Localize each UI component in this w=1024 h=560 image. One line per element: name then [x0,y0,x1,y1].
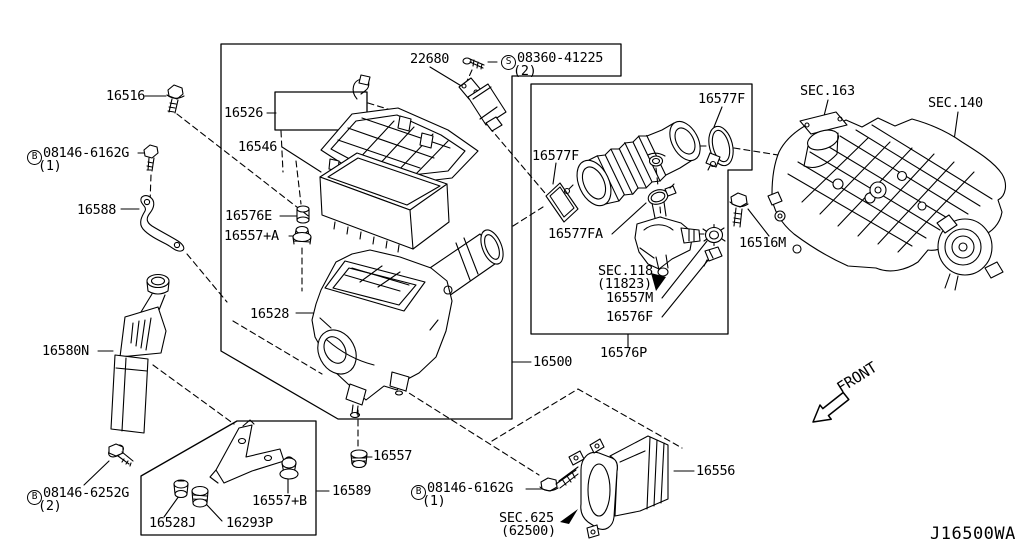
part-label-16557B: 16557+B [252,493,307,509]
part-label-16516M: 16516M [739,235,786,251]
part-label-16557A: 16557+A [224,228,279,244]
mount-16576E-drawing [297,206,309,223]
part-label-16516: 16516 [106,88,146,104]
air-duct-16556-drawing [569,436,668,538]
grommet-16557B-drawing [280,457,298,479]
diagram-code: J16500WA [930,524,1016,544]
sec118-arrow-icon [651,273,666,291]
screw-08146-6252G-drawing [107,443,133,466]
circled-b-icon: B [27,150,42,165]
part-label-16577FA: 16577FA [548,226,603,242]
clamp-16577F-drawing [705,124,737,170]
bolt-08146-6162G-top-drawing [144,145,158,171]
section-ref-140: SEC.140 [928,95,983,111]
resonator-drawing [635,217,700,276]
part-label-16528: 16528 [250,306,290,322]
grommet-16557M-drawing [703,225,725,246]
clamp-16577FA-drawing [646,184,676,218]
air-duct-16580N-drawing [111,275,169,434]
fastener-qty-duct: (1) [422,493,446,509]
sec625-arrow-icon [560,509,578,524]
bracket-kit-box [141,421,316,535]
part-label-16577F-gasket: 16577F [532,148,579,164]
part-label-22680: 22680 [410,51,450,67]
part-label-16576P: 16576P [600,345,647,361]
section-ref-625: SEC.625 [499,510,554,526]
part-label-16577F-clamp: 16577F [698,91,745,107]
part-label-16589: 16589 [332,483,372,499]
grommet-16557A-drawing [293,227,311,245]
circled-b-icon: B [411,485,426,500]
part-label-16528J: 16528J [149,515,196,531]
section-ref-163: SEC.163 [800,83,855,99]
fastener-number: 08146-6252G [43,485,130,501]
part-label-16546: 16546 [238,139,278,155]
bracket-16588-drawing [141,196,184,252]
part-label-16500: 16500 [533,354,573,370]
fastener-number: 08360-41225 [517,50,604,66]
part-label-16576E: 16576E [225,208,272,224]
clip-group-rect [275,92,367,130]
gasket-16577F-drawing [546,183,578,222]
screw-08146-6162G-bottom-drawing [540,470,578,491]
section-ref-118: SEC.118 [598,263,653,279]
part-label-16557M: 16557M [606,290,653,306]
front-arrow-icon [813,393,849,423]
part-label-16588: 16588 [77,202,117,218]
air-cleaner-assembly-box [221,44,621,419]
fastener-number: 08146-6162G [43,145,130,161]
bolt-16516M-drawing [730,193,748,227]
fastener-qty-6252G: (2) [38,498,62,514]
part-label-16576F: 16576F [606,309,653,325]
air-cleaner-body-16528-drawing [310,227,507,418]
maf-sensor-22680-drawing [459,78,506,131]
cover-clip-hook-drawing [353,75,370,99]
fastener-qty-maf: (2) [513,63,537,79]
part-label-16556: 16556 [696,463,736,479]
grommet-16293P-drawing [192,487,208,508]
section-ref-118-num: (11823) [597,276,652,292]
fastener-qty-top: (1) [38,158,62,174]
intake-manifold-drawing [768,112,1005,290]
grommet-16557-drawing [351,450,367,468]
circled-b-icon: B [27,490,42,505]
part-label-16293P: 16293P [226,515,273,531]
circled-s-icon: S [501,55,516,70]
part-label-16526: 16526 [224,105,264,121]
bolt-16516-drawing [167,85,184,113]
leader-lines [84,62,958,521]
part-label-16580N: 16580N [42,343,89,359]
assembly-boxes [141,44,752,535]
section-ref-625-num: (62500) [501,523,556,539]
bracket-16589-drawing [210,420,284,483]
air-duct-assembly-box [531,84,752,334]
fastener-number: 08146-6162G [427,480,514,496]
clip-16576F-drawing [704,247,722,266]
clip-16528J-drawing [174,480,188,498]
corrugated-hose-drawing [570,116,706,211]
maf-screw-drawing [463,58,484,69]
filter-element-16546-drawing [320,153,449,252]
section-arrows [560,273,849,524]
part-label-16557: 16557 [373,448,413,464]
